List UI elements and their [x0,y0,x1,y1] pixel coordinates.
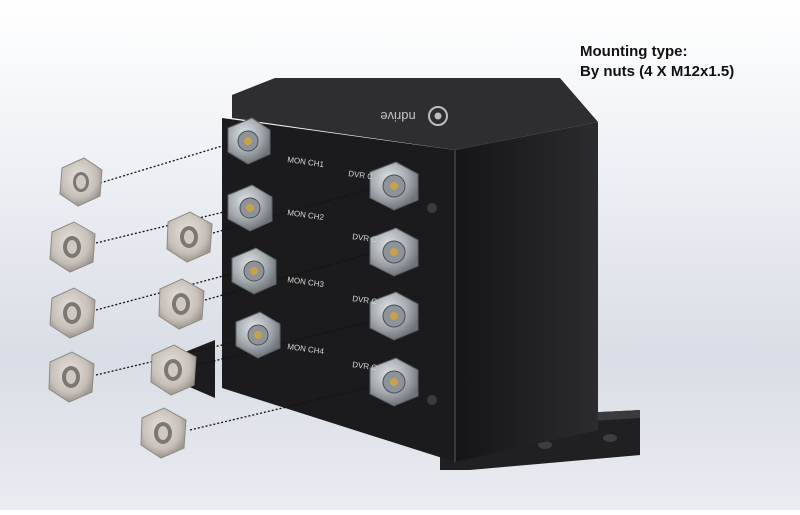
nut [59,157,103,207]
brand-name: ndrive [380,109,415,124]
connector-mon-ch3 [231,247,277,295]
housing-screw [427,395,437,405]
label-dvr-ch1: DVR C [348,169,374,181]
nut [158,278,205,330]
mounting-type-caption: Mounting type: By nuts (4 X M12x1.5) [580,42,734,82]
nut [49,221,96,273]
label-dvr-ch4: DVR C [352,360,378,372]
nut [48,351,95,403]
connector-dvr-ch3 [369,291,419,341]
bracket-hole [603,434,617,442]
swirl-logo-icon [428,106,448,126]
label-dvr-ch2: DVR C [352,232,378,244]
connector-mon-ch1 [227,117,271,165]
caption-line-1: Mounting type: [580,43,688,60]
connector-dvr-ch4 [369,357,419,407]
device-housing [222,78,598,462]
connector-mon-ch4 [235,311,281,359]
caption-line-2: By nuts (4 X M12x1.5) [580,63,735,80]
housing-screw [427,203,437,213]
nut [150,344,197,396]
connector-dvr-ch1 [369,161,419,211]
label-dvr-ch3: DVR C [352,294,378,306]
nut [49,287,96,339]
bracket-hole [538,441,552,449]
nut [140,407,187,459]
connector-dvr-ch2 [369,227,419,277]
brand-logo: ndrive [380,106,448,126]
nut [166,211,213,263]
connector-mon-ch2 [227,184,273,232]
